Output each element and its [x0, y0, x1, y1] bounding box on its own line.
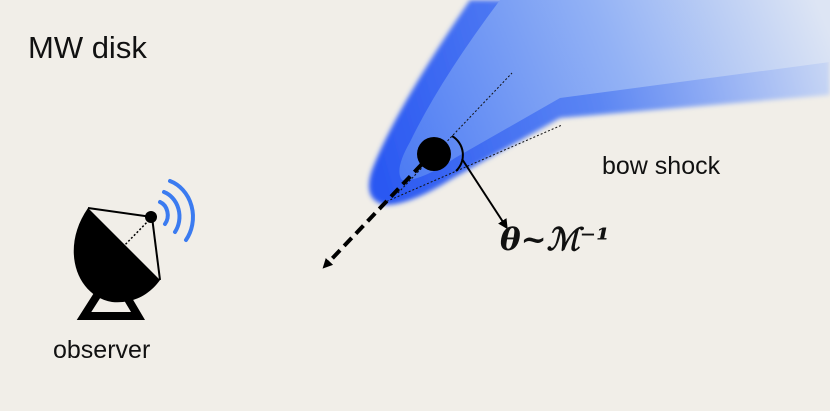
radio-waves-icon: [158, 179, 195, 242]
angle-formula: θ~ℳ⁻¹: [500, 222, 610, 258]
bow-shock-label: bow shock: [602, 152, 721, 180]
angle-pointer-arrow: [461, 158, 508, 230]
moving-object: [417, 137, 451, 171]
observer-label: observer: [53, 336, 151, 364]
shock-axis-upper: [397, 72, 513, 194]
velocity-arrow: [322, 162, 424, 269]
bow-shock-inner: [399, 0, 830, 181]
radio-dish-icon: [73, 207, 161, 320]
shock-axis-lower: [382, 124, 563, 204]
diagram-title: MW disk: [28, 30, 147, 65]
angle-arc: [451, 135, 464, 172]
